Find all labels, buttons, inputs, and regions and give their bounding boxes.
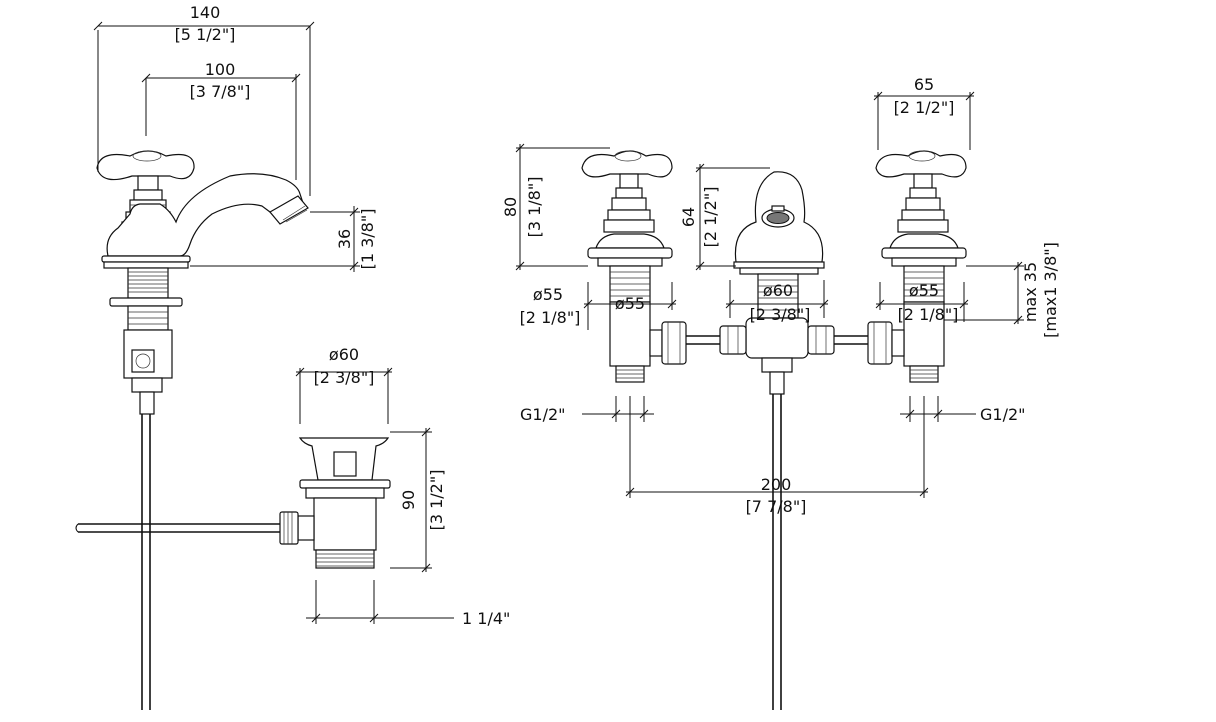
three-hole-set-dimensions	[515, 91, 1024, 498]
waste-dimensions	[295, 367, 454, 624]
max-deck-mm: max 35	[1021, 262, 1040, 322]
spout-reach-mm: 100	[205, 60, 236, 79]
dimension-labels: 140 [5 1/2"] 100 [3 7/8"] 36 [1 3/8"] ø6…	[175, 3, 1060, 628]
spout-base-dia-mm: ø60	[763, 281, 793, 300]
right-valve	[875, 150, 967, 383]
right-base-dia-mm: ø55	[909, 281, 939, 300]
valve-height-mm: 80	[501, 197, 520, 217]
tap-height-mm: 36	[335, 229, 354, 249]
right-connection: G1/2"	[980, 405, 1026, 424]
max-deck-in: [max1 3/8"]	[1041, 242, 1060, 338]
tap-width-mm: 140	[190, 3, 221, 22]
spout-height-mm: 64	[679, 207, 698, 227]
right-base-dia-in: [2 1/8"]	[898, 305, 959, 324]
basin-tap-drawing	[75, 150, 309, 710]
handle-spacing-mm: 65	[914, 75, 934, 94]
spout-reach-in: [3 7/8"]	[190, 82, 251, 101]
valve-height-in: [3 1/8"]	[525, 177, 544, 238]
centres-mm: 200	[761, 475, 792, 494]
waste-dia-in: [2 3/8"]	[314, 368, 375, 387]
crossover-pipes	[649, 321, 905, 365]
left-base-dia-mm: ø55	[533, 285, 563, 304]
left-base-dia-in: [2 1/8"]	[520, 308, 581, 327]
spout-base-dia-in: [2 3/8"]	[750, 305, 811, 324]
waste-thread: 1 1/4"	[462, 609, 510, 628]
left-inner-dia: ø55	[615, 294, 645, 313]
waste-height-mm: 90	[399, 490, 418, 510]
handle-spacing-in: [2 1/2"]	[894, 98, 955, 117]
basin-tap-dimensions	[93, 21, 360, 272]
centres-in: [7 7/8"]	[746, 497, 807, 516]
waste-dia-mm: ø60	[329, 345, 359, 364]
left-valve	[581, 150, 673, 383]
three-hole-set-drawing	[581, 150, 967, 710]
waste-drawing	[279, 437, 391, 569]
tap-height-in: [1 3/8"]	[358, 209, 377, 270]
spout-height-in: [2 1/2"]	[701, 187, 720, 248]
tap-width-in: [5 1/2"]	[175, 25, 236, 44]
left-connection: G1/2"	[520, 405, 566, 424]
waste-height-in: [3 1/2"]	[427, 470, 446, 531]
centre-spout	[733, 171, 825, 710]
